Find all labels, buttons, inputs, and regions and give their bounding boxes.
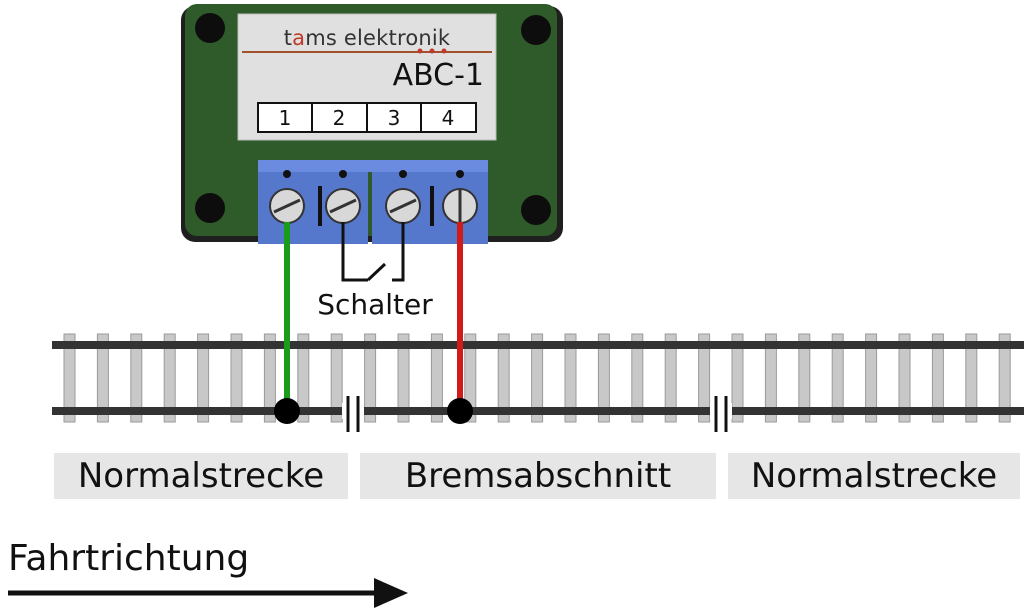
track-sleeper	[664, 333, 677, 423]
section-normal-left: Normalstrecke	[54, 453, 348, 499]
mount-hole-icon	[195, 13, 225, 43]
terminal-number-4: 4	[441, 105, 455, 130]
screw-icon	[269, 188, 305, 224]
track-sleeper	[998, 333, 1011, 423]
section-braking: Bremsabschnitt	[360, 453, 716, 499]
track-sleeper	[965, 333, 978, 423]
track-sleeper	[564, 333, 577, 423]
arrow-right-icon	[374, 578, 408, 608]
switch-contact-icon	[366, 262, 387, 282]
terminal-number-1: 1	[278, 105, 292, 130]
upper-rail	[52, 341, 1024, 349]
track-sleeper	[631, 333, 644, 423]
track-sleeper	[898, 333, 911, 423]
track-sleeper	[731, 333, 744, 423]
mount-hole-icon	[521, 15, 551, 45]
insulation-gap-left	[342, 396, 364, 432]
track-sleeper	[831, 333, 844, 423]
track-sleeper	[698, 333, 711, 423]
direction-label: Fahrtrichtung	[8, 538, 250, 579]
track-sleeper	[865, 333, 878, 423]
track-sleeper	[263, 333, 276, 423]
track-sleeper	[931, 333, 944, 423]
contact-point-icon	[274, 398, 300, 424]
module-model: ABC-1	[392, 58, 484, 93]
switch-wire-left	[341, 222, 368, 282]
insulation-gap-right	[710, 396, 732, 432]
mount-hole-icon	[195, 193, 225, 223]
switch-wire-right	[392, 222, 405, 282]
terminal-number-2: 2	[332, 105, 346, 130]
module-brand: tams elektronik	[283, 26, 451, 50]
track-sleeper	[230, 333, 243, 423]
track-sleeper	[397, 333, 410, 423]
track-sleeper	[197, 333, 210, 423]
track-sleeper	[764, 333, 777, 423]
track-sleeper	[297, 333, 310, 423]
abc-module	[181, 4, 563, 244]
track-sleeper	[531, 333, 544, 423]
track-sleeper	[798, 333, 811, 423]
track-sleeper	[330, 333, 343, 423]
lower-rail	[52, 407, 1024, 415]
switch-label: Schalter	[317, 288, 433, 321]
terminal-number-3: 3	[387, 105, 401, 130]
track-sleeper	[364, 333, 377, 423]
section-normal-right: Normalstrecke	[728, 453, 1020, 499]
track-sleeper	[63, 333, 76, 423]
track-sleeper	[130, 333, 143, 423]
track-sleeper	[597, 333, 610, 423]
track-sleeper	[497, 333, 510, 423]
track-sleepers	[63, 333, 1011, 423]
contact-point-icon	[447, 398, 473, 424]
mount-hole-icon	[521, 195, 551, 225]
screw-icon	[325, 188, 361, 224]
track-sleeper	[464, 333, 477, 423]
track-sleeper	[96, 333, 109, 423]
track-sleeper	[430, 333, 443, 423]
screw-icon	[442, 188, 478, 224]
track-sleeper	[163, 333, 176, 423]
screw-icon	[385, 188, 421, 224]
